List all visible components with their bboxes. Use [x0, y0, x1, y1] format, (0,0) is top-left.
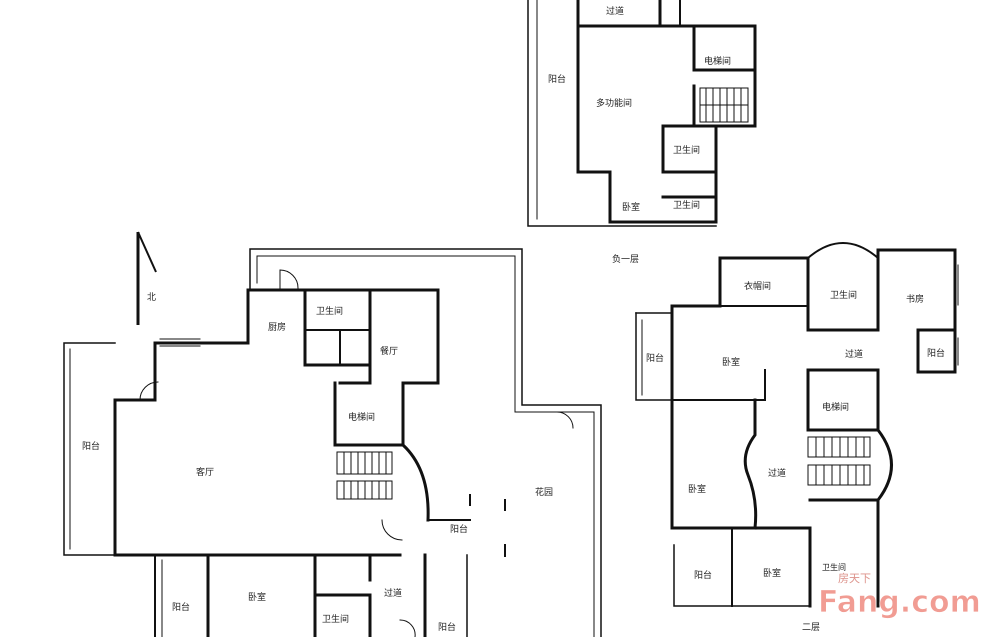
room-label-second-bedroom1: 卧室 [722, 356, 740, 368]
room-label-second-elevator: 电梯间 [822, 401, 849, 413]
first-floor-labels: 厨房 卫生间 餐厅 电梯间 阳台 客厅 花园 阳台 阳台 卧室 过道 卫生间 阳… [82, 305, 553, 633]
room-label-dining: 餐厅 [380, 345, 398, 357]
room-label-basement-balcony: 阳台 [548, 73, 566, 85]
second-floor-plan [635, 242, 959, 608]
room-label-second-bedroom3: 卧室 [763, 567, 781, 579]
room-label-first-balcony-left: 阳台 [82, 440, 100, 452]
room-label-study: 书房 [906, 293, 924, 305]
room-label-second-corridor2: 过道 [768, 467, 786, 479]
room-label-kitchen: 厨房 [268, 321, 286, 333]
second-floor-labels: 衣帽间 卫生间 书房 阳台 卧室 过道 阳台 电梯间 卧室 过道 阳台 卧室 卫… [646, 280, 945, 633]
room-label-first-balcony-br: 阳台 [438, 621, 456, 633]
room-label-second-balcony-right: 阳台 [927, 347, 945, 359]
room-label-second-corridor1: 过道 [845, 348, 863, 360]
room-label-living: 客厅 [196, 466, 214, 478]
floor-label-second: 二层 [802, 622, 820, 633]
north-arrow-icon: 北 [136, 231, 157, 325]
watermark-chinese: 房天下 [838, 572, 871, 585]
room-label-second-bedroom2: 卧室 [688, 483, 706, 495]
room-label-basement-elevator: 电梯间 [704, 55, 731, 67]
first-floor-plan [63, 248, 602, 637]
basement-plan [527, 0, 757, 227]
room-label-first-balcony-bl: 阳台 [172, 601, 190, 613]
room-label-basement-corridor: 过道 [606, 5, 624, 17]
room-label-second-bath2: 卫生间 [822, 562, 846, 572]
room-label-basement-bath2: 卫生间 [673, 199, 700, 211]
room-label-basement-bedroom: 卧室 [622, 201, 640, 213]
room-label-terrace: 阳台 [450, 523, 468, 535]
room-label-first-bath1: 卫生间 [316, 305, 343, 317]
room-label-first-corridor: 过道 [384, 587, 402, 599]
room-label-second-bath1: 卫生间 [830, 289, 857, 301]
room-label-basement-multipurpose: 多功能间 [596, 97, 632, 109]
room-label-first-elevator: 电梯间 [348, 411, 375, 423]
basement-labels: 过道 电梯间 阳台 多功能间 卫生间 卫生间 卧室 负一层 [548, 5, 731, 265]
room-label-first-bath2: 卫生间 [322, 613, 349, 625]
room-label-second-balcony-bottom: 阳台 [694, 569, 712, 581]
room-label-garden: 花园 [535, 486, 553, 498]
north-label: 北 [147, 292, 156, 303]
room-label-basement-bath1: 卫生间 [673, 144, 700, 156]
room-label-second-balcony-left: 阳台 [646, 352, 664, 364]
room-label-cloakroom: 衣帽间 [744, 280, 771, 292]
floor-label-basement: 负一层 [612, 253, 639, 265]
watermark-logo: 房天下 Fang.com [818, 572, 982, 620]
watermark-brand: Fang.com [818, 585, 981, 620]
room-label-first-bedroom: 卧室 [248, 591, 266, 603]
